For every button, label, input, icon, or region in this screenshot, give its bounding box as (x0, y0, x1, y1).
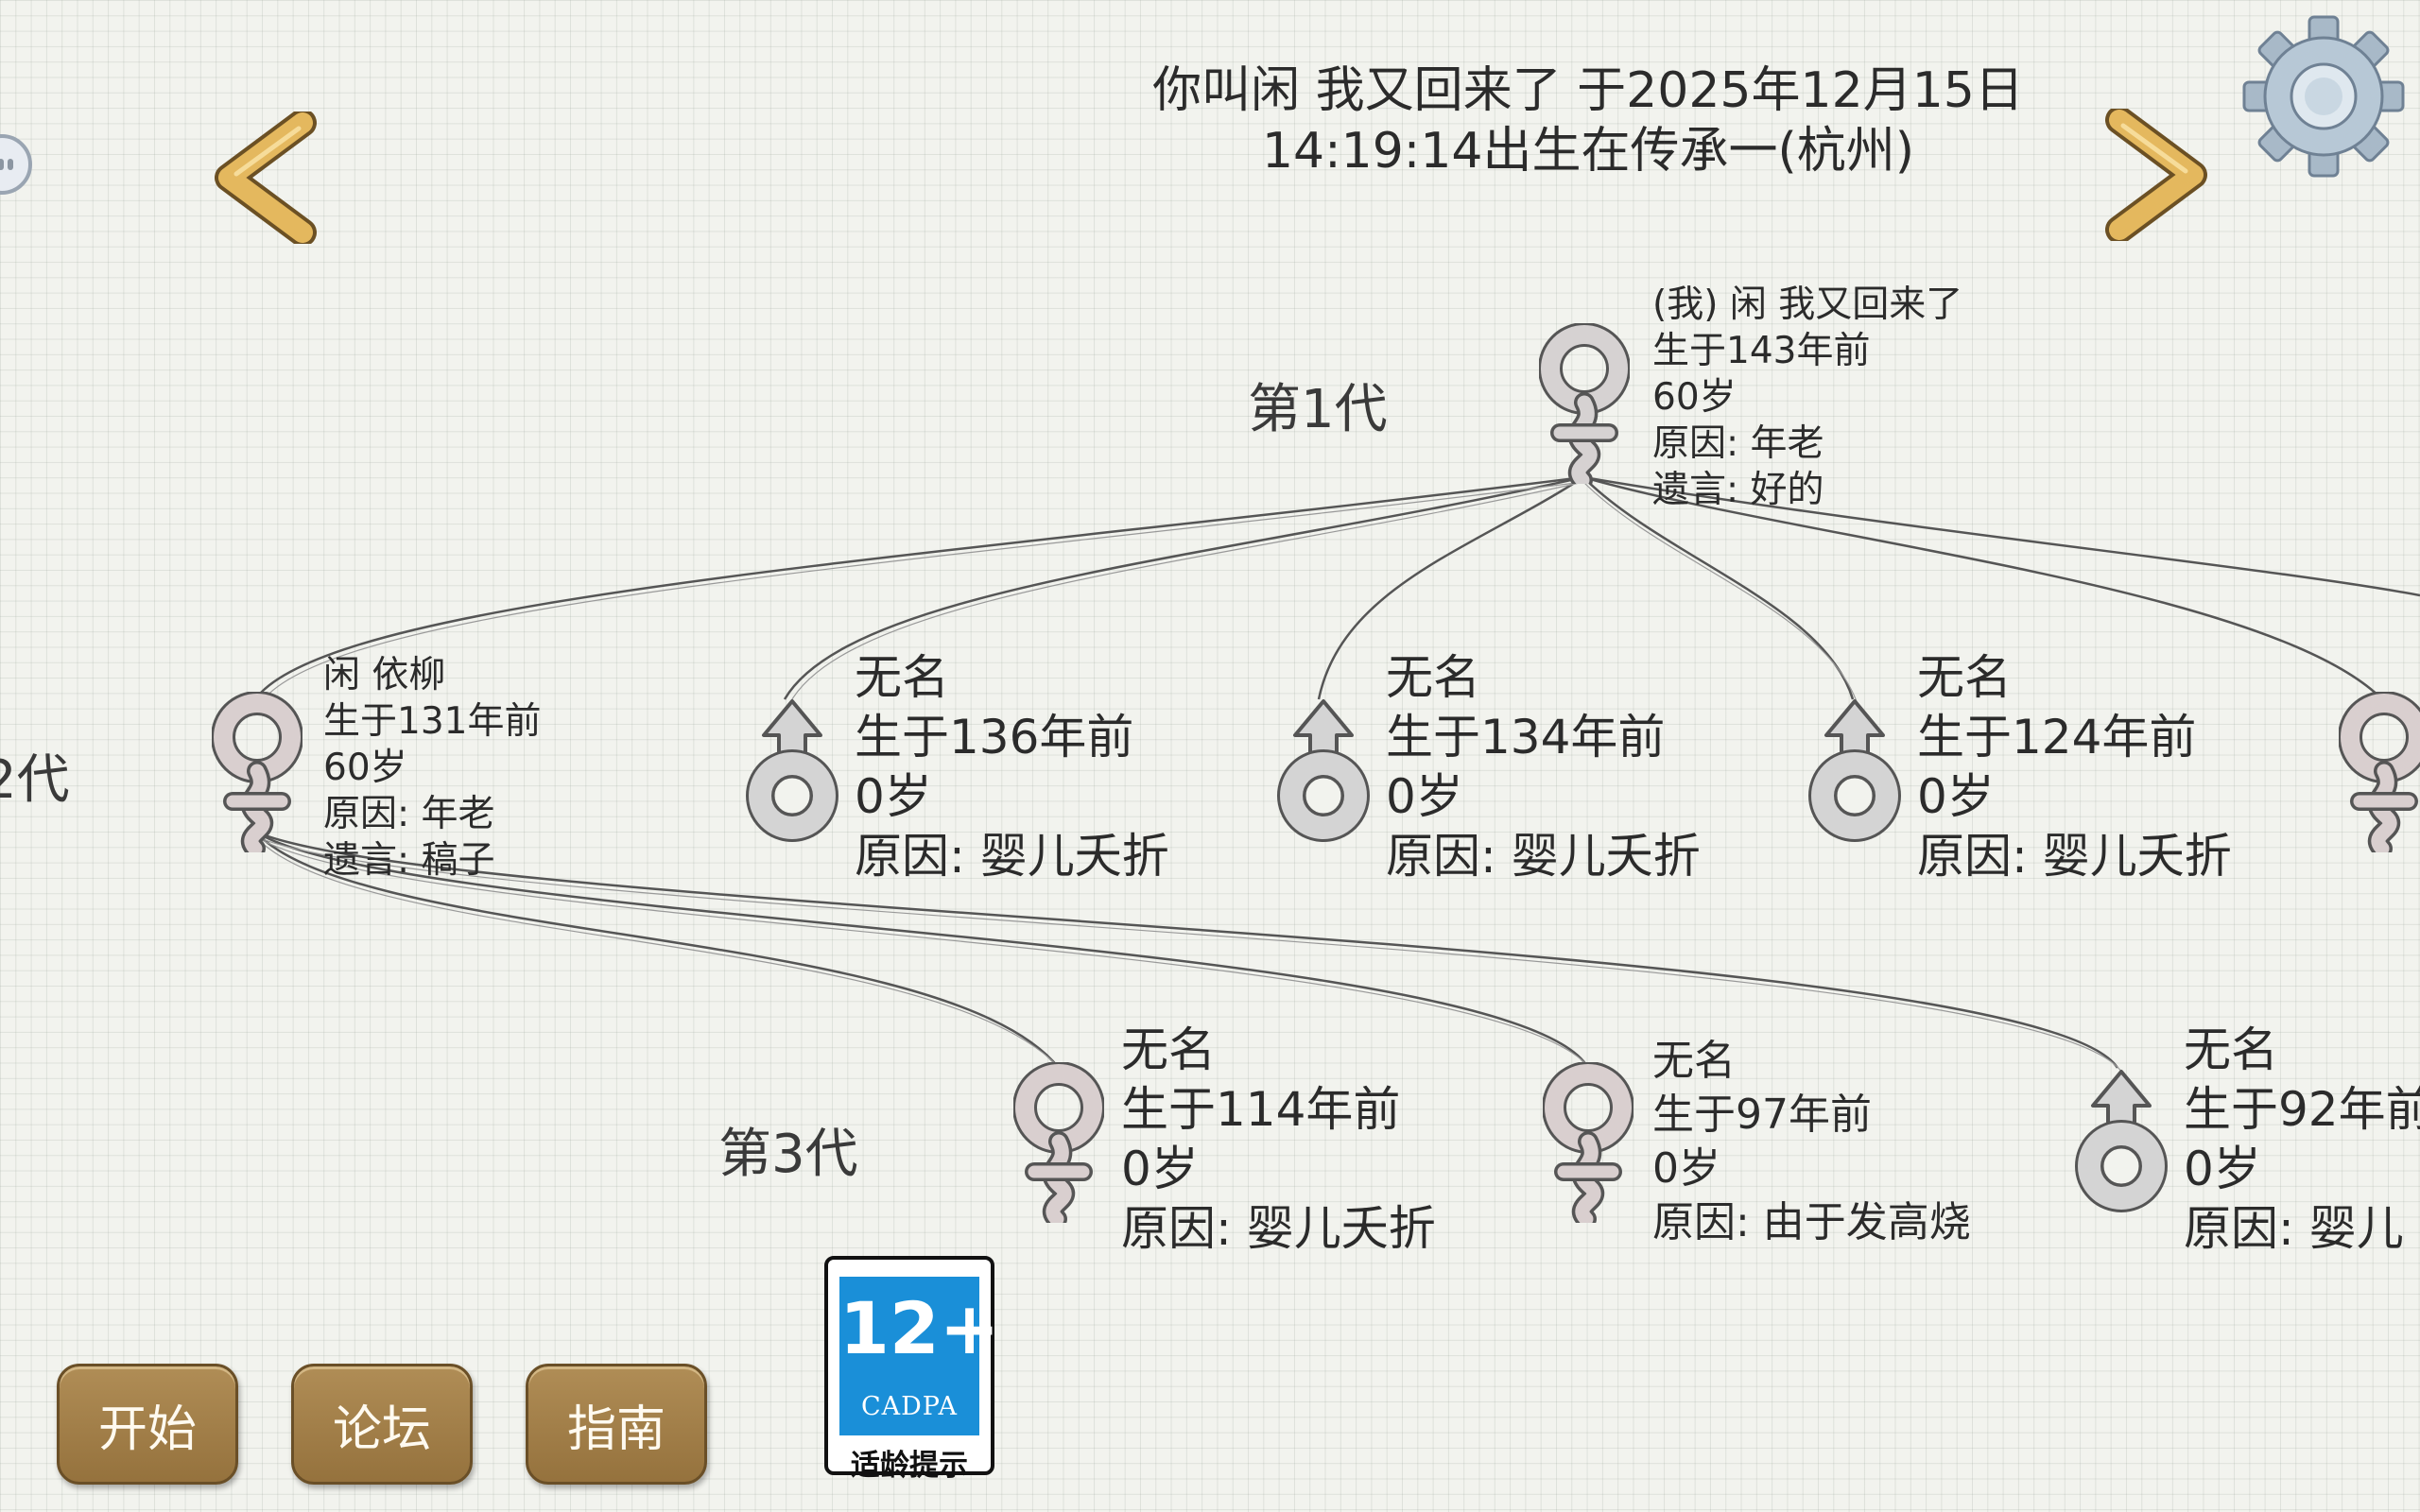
age-rating-org: CADPA (861, 1392, 958, 1421)
member-info-gen2-4: 无名 生于124年前 0岁 原因: 婴儿夭折 (1917, 648, 2232, 886)
member-born: 生于131年前 (323, 700, 542, 743)
generation-1-label: 第1代 (1248, 379, 1388, 440)
member-name: (我) 闲 我又回来了 (1652, 284, 1963, 326)
member-name: 闲 依柳 (323, 654, 446, 696)
member-info-gen2-3: 无名 生于134年前 0岁 原因: 婴儿夭折 (1386, 648, 1701, 886)
member-name: 无名 (2184, 1022, 2278, 1077)
member-name: 无名 (1386, 650, 1480, 705)
member-info-gen1: (我) 闲 我又回来了 生于143年前 60岁 原因: 年老 遗言: 好的 (1652, 282, 1962, 513)
female-symbol-icon[interactable] (1542, 1061, 1634, 1229)
forum-button[interactable]: 论坛 (291, 1364, 473, 1485)
member-age: 0岁 (855, 769, 932, 824)
member-age: 0岁 (1386, 769, 1463, 824)
chevron-left-icon (215, 109, 317, 247)
member-name: 无名 (855, 650, 949, 705)
previous-generation-button[interactable] (208, 109, 321, 247)
member-age: 60岁 (1652, 376, 1737, 419)
member-cause: 原因: 婴儿 (2184, 1201, 2404, 1256)
member-cause: 原因: 年老 (323, 793, 495, 835)
chevron-right-icon (2105, 106, 2207, 244)
title-line-1: 你叫闲 我又回来了 于2025年12月15日 (1152, 62, 2024, 119)
age-rating-number: 12+ (839, 1286, 1000, 1370)
member-name: 无名 (1121, 1022, 1216, 1077)
member-age: 0岁 (1917, 769, 1995, 824)
member-cause: 原因: 年老 (1652, 422, 1824, 465)
gear-icon (2242, 15, 2405, 178)
generation-3-label: 第3代 (718, 1124, 858, 1185)
member-cause: 原因: 婴儿夭折 (855, 829, 1169, 884)
male-symbol-icon[interactable] (2074, 1062, 2169, 1217)
female-symbol-icon[interactable] (2339, 692, 2420, 856)
member-cause: 原因: 婴儿夭折 (1917, 829, 2232, 884)
member-age: 0岁 (1652, 1144, 1720, 1193)
start-button[interactable]: 开始 (57, 1364, 238, 1485)
member-info-gen3-1: 无名 生于114年前 0岁 原因: 婴儿夭折 (1121, 1021, 1436, 1259)
member-born: 生于143年前 (1652, 330, 1871, 372)
member-cause: 原因: 由于发高烧 (1652, 1198, 1971, 1246)
member-info-gen2-2: 无名 生于136年前 0岁 原因: 婴儿夭折 (855, 648, 1169, 886)
member-born: 生于97年前 (1652, 1091, 1872, 1139)
birth-info-title: 你叫闲 我又回来了 于2025年12月15日 14:19:14出生在传承一(杭州… (1068, 60, 2108, 181)
member-last-words: 遗言: 稿子 (323, 839, 495, 882)
female-symbol-icon[interactable] (211, 691, 303, 859)
member-info-gen3-3: 无名 生于92年前 0岁 原因: 婴儿 (2184, 1021, 2420, 1259)
settings-button[interactable] (2242, 15, 2405, 178)
member-age: 60岁 (323, 747, 407, 789)
member-age: 0岁 (2184, 1142, 2261, 1196)
female-symbol-icon[interactable] (1538, 322, 1631, 490)
member-name: 无名 (1917, 650, 2012, 705)
next-generation-button[interactable] (2100, 106, 2214, 244)
member-born: 生于114年前 (1121, 1082, 1401, 1137)
age-rating-panel: 12+ CADPA (839, 1277, 1000, 1435)
age-rating-tip: 适龄提示 (851, 1449, 968, 1483)
member-age: 0岁 (1121, 1142, 1199, 1196)
member-name: 无名 (1652, 1037, 1736, 1085)
side-handle-icon[interactable] (0, 130, 38, 198)
member-born: 生于136年前 (855, 710, 1134, 765)
member-last-words: 遗言: 好的 (1652, 469, 1824, 511)
member-cause: 原因: 婴儿夭折 (1121, 1201, 1436, 1256)
member-info-gen2-1: 闲 依柳 生于131年前 60岁 原因: 年老 遗言: 稿子 (323, 652, 541, 884)
member-born: 生于92年前 (2184, 1082, 2420, 1137)
title-line-2: 14:19:14出生在传承一(杭州) (1261, 123, 1915, 180)
guide-button[interactable]: 指南 (526, 1364, 707, 1485)
male-symbol-icon[interactable] (1807, 692, 1902, 847)
member-born: 生于124年前 (1917, 710, 2197, 765)
generation-2-label: 2代 (0, 749, 70, 811)
member-info-gen3-2: 无名 生于97年前 0岁 原因: 由于发高烧 (1652, 1034, 1971, 1249)
male-symbol-icon[interactable] (745, 692, 839, 847)
member-cause: 原因: 婴儿夭折 (1386, 829, 1701, 884)
member-born: 生于134年前 (1386, 710, 1666, 765)
age-rating-badge[interactable]: 12+ CADPA 适龄提示 (824, 1256, 1000, 1483)
male-symbol-icon[interactable] (1276, 692, 1371, 847)
female-symbol-icon[interactable] (1012, 1061, 1105, 1229)
